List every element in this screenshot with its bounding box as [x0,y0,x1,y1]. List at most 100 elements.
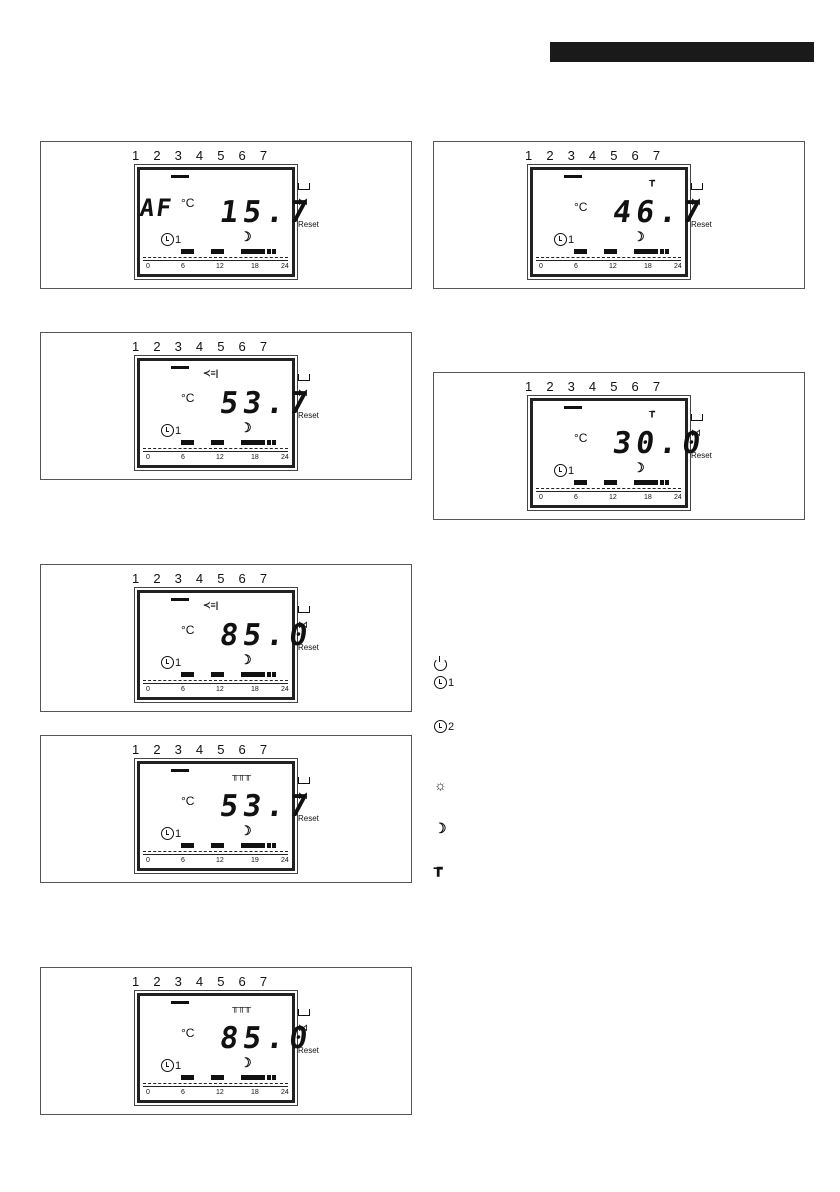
degree-label: °C [181,391,195,405]
day-label: 6 [631,148,639,163]
bath-icon[interactable] [691,183,703,190]
reset-button[interactable]: Reset [298,814,319,823]
moon-icon: ☽ [633,460,645,475]
chimney-sweep-icon[interactable]: ⋈ [298,197,308,208]
moon-icon: ☽ [240,1055,252,1070]
program-bar [211,672,224,677]
day-label: 5 [610,379,618,394]
program-bar [660,480,664,485]
day-label: 6 [631,379,639,394]
degree-label: °C [181,623,195,637]
day-label: 3 [174,571,182,586]
day-selection-mark [171,1001,189,1004]
bath-icon[interactable] [298,777,310,784]
chimney-sweep-icon[interactable]: ⋈ [298,791,308,802]
bath-icon[interactable] [691,414,703,421]
section-header-bar [550,42,814,62]
chimney-sweep-icon[interactable]: ⋈ [298,388,308,399]
day-label: 4 [588,148,597,163]
timeline-tick-label: 24 [281,454,289,461]
day-label: 5 [217,742,225,757]
reset-button[interactable]: Reset [298,411,319,420]
day-label: 2 [153,974,161,989]
program-bar [211,440,224,445]
program-bar [181,249,194,254]
side-buttons: ⋈ Reset [298,606,319,652]
chimney-sweep-icon[interactable]: ⋈ [691,428,701,439]
moon-icon: ☽ [240,652,252,667]
bath-icon[interactable] [298,374,310,381]
side-buttons: ⋈ Reset [691,414,712,460]
program-bar [267,672,271,677]
reset-button[interactable]: Reset [298,220,319,229]
reset-button[interactable]: Reset [691,220,712,229]
degree-label: °C [181,196,195,210]
day-label: 6 [238,148,246,163]
program-bar [241,672,265,677]
chimney-sweep-icon[interactable]: ⋈ [691,197,701,208]
clock-1-icon: 1 [161,1059,181,1072]
program-bar [634,480,658,485]
day-label: 1 [132,974,140,989]
program-bar [665,480,669,485]
program-bar [574,480,587,485]
day-label: 3 [174,974,182,989]
timeline-tick-label: 6 [181,454,185,461]
timeline-tick-label: 18 [251,686,259,693]
reset-button[interactable]: Reset [298,1046,319,1055]
day-label: 2 [546,379,554,394]
program-bar [665,249,669,254]
day-label: 1 [132,148,140,163]
timeline-tick-label: 24 [281,686,289,693]
day-label: 4 [195,974,204,989]
moon-icon: ☽ [633,229,645,244]
program-bar [574,249,587,254]
program-bar [272,440,276,445]
timeline-tick-label: 19 [251,857,259,864]
timeline-tick-label: 12 [216,1089,224,1096]
timeline-tick-label: 18 [251,263,259,270]
timeline-tick-label: 6 [574,263,578,270]
chimney-sweep-icon[interactable]: ⋈ [298,1023,308,1034]
program-bar [211,249,224,254]
timeline-tick-label: 18 [644,263,652,270]
chimney-sweep-icon[interactable]: ⋈ [298,620,308,631]
program-bar [241,249,265,254]
day-label: 4 [195,742,204,757]
day-label: 6 [238,571,246,586]
day-label: 4 [195,571,204,586]
day-label: 2 [153,148,161,163]
bath-icon[interactable] [298,606,310,613]
day-label: 2 [546,148,554,163]
program-bar [272,843,276,848]
reset-button[interactable]: Reset [691,451,712,460]
timeline-axis [536,488,681,489]
day-label: 7 [259,742,268,757]
day-label: 3 [567,379,575,394]
program-bar [211,1075,224,1080]
program-bar [604,249,617,254]
day-label: 7 [259,339,268,354]
day-selection-mark [171,366,189,369]
reset-button[interactable]: Reset [298,643,319,652]
timeline-tick-label: 0 [539,494,543,501]
day-label: 6 [238,974,246,989]
timeline-baseline [143,854,288,855]
radiator-icon: ╥╥╥ [232,770,252,780]
flame-icon: ≺≡| [203,368,219,378]
day-label: 1 [525,379,533,394]
side-buttons: ⋈ Reset [298,374,319,420]
program-bar [604,480,617,485]
clock-1-icon: 1 [434,676,454,689]
bath-icon[interactable] [298,1009,310,1016]
side-buttons: ⋈ Reset [298,183,319,229]
bath-icon[interactable] [298,183,310,190]
